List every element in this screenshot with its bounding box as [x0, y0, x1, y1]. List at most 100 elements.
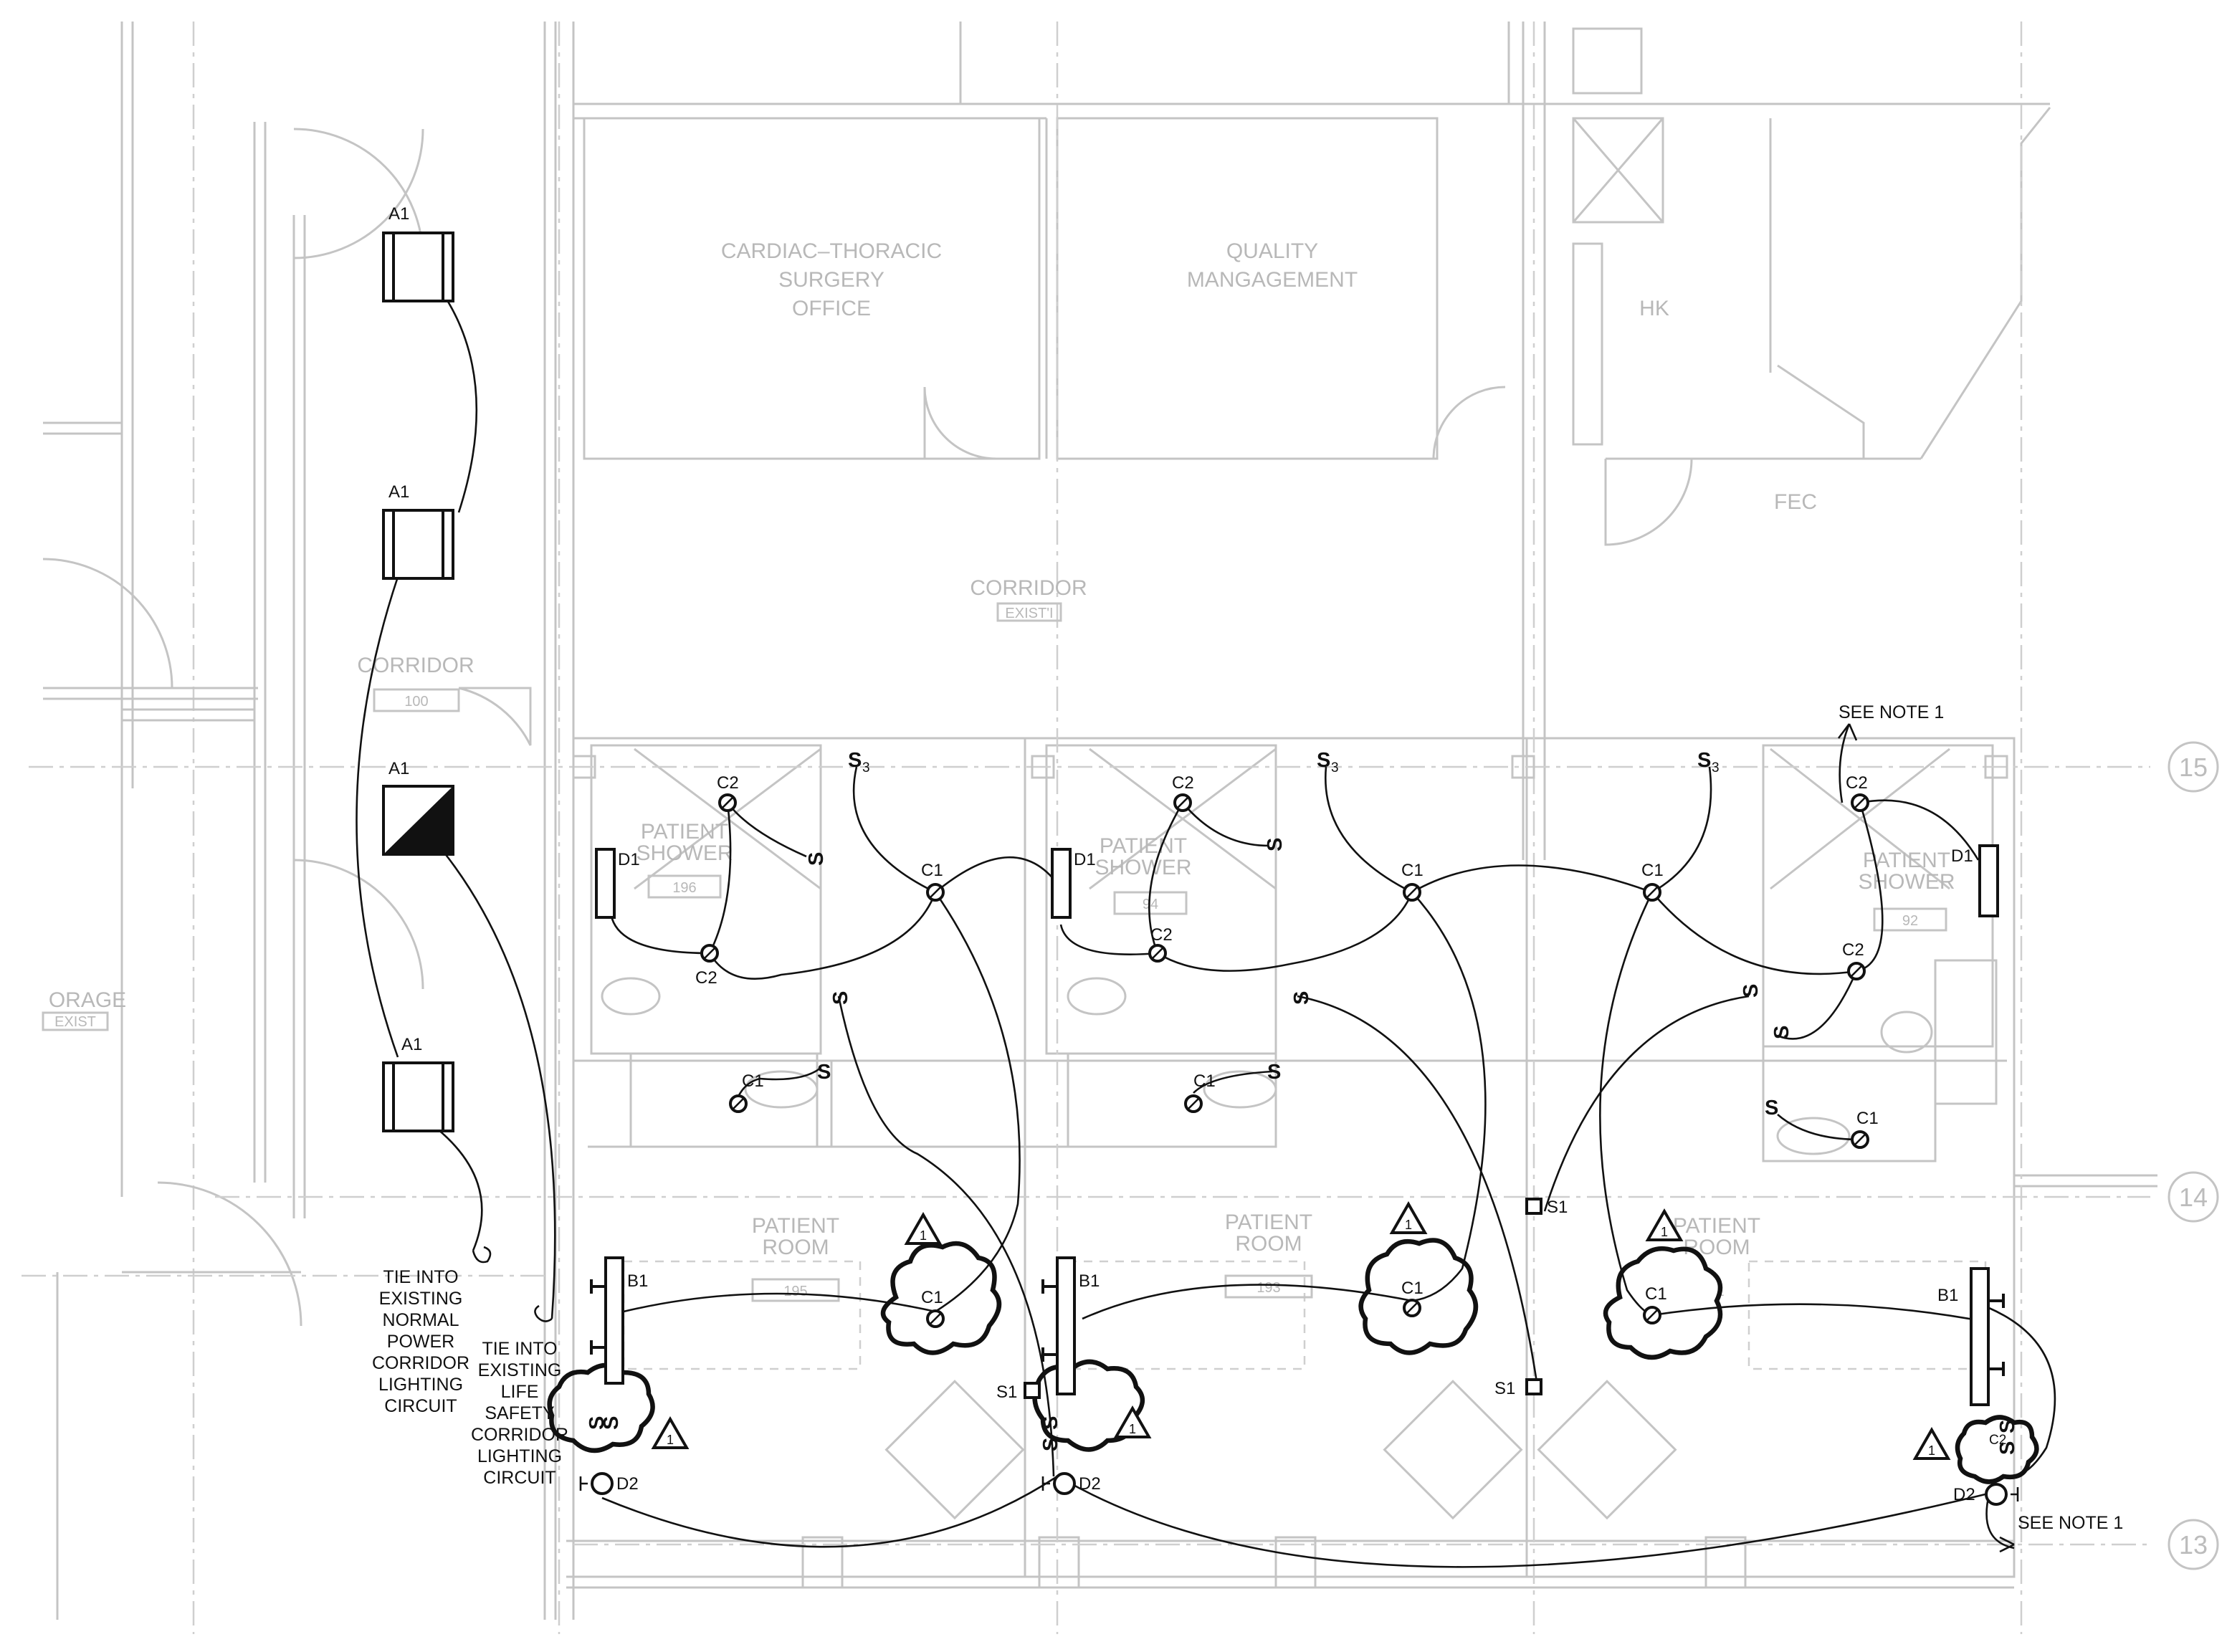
label-b1-191: B1	[1937, 1286, 1958, 1305]
shower-192-label-2: SHOWER	[1859, 870, 1955, 894]
downlights	[591, 793, 2008, 1506]
fixture-b1-191[interactable]	[1970, 1267, 2005, 1406]
revision-delta-195-number: 1	[920, 1228, 927, 1243]
label-a1-1: A1	[388, 204, 409, 224]
fixture-a1-4[interactable]	[382, 1061, 454, 1132]
note-see-note-bottom: SEE NOTE 1	[2018, 1513, 2123, 1533]
general-notes: SEE NOTE 1 SEE NOTE 1 TIE INTO EXISTING …	[372, 702, 2123, 1533]
switch-toilet-193[interactable]: S	[1290, 991, 1313, 1005]
revision-delta-191-bed	[1912, 1426, 1951, 1460]
room-tag-100	[373, 688, 460, 712]
room-label-corridor-100: CORRIDOR	[357, 654, 474, 677]
label-c2-194-upper: C2	[1172, 773, 1194, 793]
label-c2-196-upper: C2	[717, 773, 739, 793]
patient-room-195-label-2: ROOM	[762, 1236, 829, 1259]
note-tie-normal-3: NORMAL	[383, 1310, 459, 1330]
label-c2-196-lower: C2	[695, 968, 717, 988]
label-d2-195: D2	[616, 1474, 639, 1494]
fixture-a1-emergency[interactable]	[382, 785, 454, 856]
switches: S 3 S 3 S 3 S S S S S S S S S S S S S S …	[586, 749, 2019, 1455]
label-c1-toilet-195: C1	[742, 1071, 764, 1091]
home-run-arrows	[472, 723, 1858, 1322]
note-tie-life-5: CORRIDOR	[471, 1425, 568, 1445]
grid-label-14: 14	[2179, 1183, 2208, 1212]
switch-bed-191-a[interactable]: S	[1996, 1420, 2019, 1433]
switch-vanity-191[interactable]: S	[1765, 1097, 1778, 1119]
fixture-d2-195[interactable]	[591, 1472, 614, 1495]
note-tie-life-4: SAFETY	[485, 1403, 555, 1423]
patient-room-193-tag-text: 193	[1256, 1280, 1280, 1296]
revision-delta-191-number: 1	[1661, 1225, 1668, 1239]
label-c2-cloud-191: C2	[1989, 1433, 2006, 1448]
switch-s3-195[interactable]: S	[848, 749, 862, 772]
switch-toilet-191[interactable]: S	[1740, 984, 1763, 998]
switch-bed-191-b[interactable]: S	[1996, 1441, 2019, 1455]
label-c1-corr-193: C1	[1401, 861, 1424, 880]
fixture-d1-194[interactable]	[1051, 848, 1072, 919]
label-c1-room-195: C1	[921, 1288, 943, 1307]
revision-delta-193-bed	[1113, 1405, 1152, 1438]
sensor-s1-upper[interactable]	[1525, 1198, 1542, 1215]
patient-room-193-label-2: ROOM	[1235, 1232, 1302, 1256]
revision-delta-193-bed-number: 1	[1129, 1422, 1136, 1436]
revision-cloud-b1-195	[547, 1362, 655, 1453]
room-tag-corridor	[996, 602, 1062, 622]
switch-bed-193-a[interactable]: S	[1039, 1416, 1062, 1430]
room-label-storage: ORAGE	[49, 988, 126, 1012]
fixture-b1-193[interactable]	[1041, 1256, 1076, 1395]
switch-vanity-193[interactable]: S	[1267, 1061, 1281, 1084]
note-tie-life-3: LIFE	[501, 1382, 539, 1402]
room-label-hk: HK	[1639, 297, 1669, 320]
label-b1-193: B1	[1079, 1271, 1100, 1291]
switch-bed-195-a[interactable]: S	[586, 1416, 609, 1430]
room-label-cardiac-3: OFFICE	[792, 297, 871, 320]
shower-196-tag-text: 196	[672, 880, 696, 896]
revision-delta-193-number: 1	[1405, 1218, 1412, 1232]
note-see-note-top: SEE NOTE 1	[1839, 702, 1944, 722]
fixture-d1-196[interactable]	[595, 848, 616, 919]
label-c2-192-lower: C2	[1842, 940, 1864, 960]
label-s1-lower: S1	[1494, 1379, 1515, 1398]
room-tag-100-text: 100	[404, 694, 428, 710]
room-label-quality-2: MANGAGEMENT	[1187, 268, 1358, 292]
switch-s3-191[interactable]: S	[1697, 749, 1711, 772]
switch-bed-195-b[interactable]: S	[600, 1416, 623, 1430]
fixture-a1-2[interactable]	[382, 509, 454, 580]
switch-shower-194[interactable]: S	[1264, 838, 1287, 851]
switch-toilet-195[interactable]: S	[829, 991, 852, 1005]
fixture-d2-191[interactable]	[1985, 1483, 2008, 1506]
revision-cloud-c1-191	[1603, 1246, 1723, 1360]
switch-bed-193-b[interactable]: S	[1039, 1438, 1062, 1451]
note-tie-normal: TIE INTO EXISTING NORMAL POWER CORRIDOR …	[372, 1267, 469, 1416]
grid-bubble-13	[2168, 1519, 2219, 1570]
fixture-d1-192[interactable]	[1978, 844, 1999, 917]
label-c1-room-191: C1	[1645, 1284, 1667, 1304]
switch-s3-191-sub: 3	[1712, 760, 1720, 775]
label-s1-upper: S1	[1547, 1198, 1568, 1217]
note-tie-normal-5: CORRIDOR	[372, 1353, 469, 1373]
note-tie-life-1: TIE INTO	[482, 1339, 557, 1359]
switch-vanity-195[interactable]: S	[817, 1061, 831, 1084]
fixture-b1-195[interactable]	[590, 1256, 624, 1385]
switch-shower-192[interactable]: S	[1770, 1026, 1793, 1039]
label-b1-195: B1	[627, 1271, 648, 1291]
fixture-a1-1[interactable]	[382, 231, 454, 302]
shower-192-tag-text: 92	[1902, 913, 1918, 929]
fixture-d2-193[interactable]	[1053, 1472, 1076, 1495]
switch-s3-193[interactable]: S	[1317, 749, 1330, 772]
label-s1-193: S1	[996, 1383, 1017, 1402]
revision-cloud-d2-191	[1955, 1415, 2039, 1484]
note-tie-normal-6: LIGHTING	[378, 1375, 463, 1395]
label-d1-194: D1	[1074, 850, 1096, 869]
sensor-s1-lower[interactable]	[1525, 1378, 1542, 1395]
label-c1-corr-195: C1	[921, 861, 943, 880]
label-a1-4: A1	[401, 1035, 422, 1054]
note-tie-life-safety: TIE INTO EXISTING LIFE SAFETY CORRIDOR L…	[471, 1339, 568, 1488]
sensor-s1-193[interactable]	[1024, 1382, 1041, 1399]
grid-bubble-15	[2168, 741, 2219, 793]
switch-shower-196[interactable]: S	[805, 852, 828, 866]
switch-s3-195-sub: 3	[862, 760, 870, 775]
patient-room-195-tag	[751, 1278, 840, 1302]
room-label-cardiac-2: SURGERY	[778, 268, 884, 292]
